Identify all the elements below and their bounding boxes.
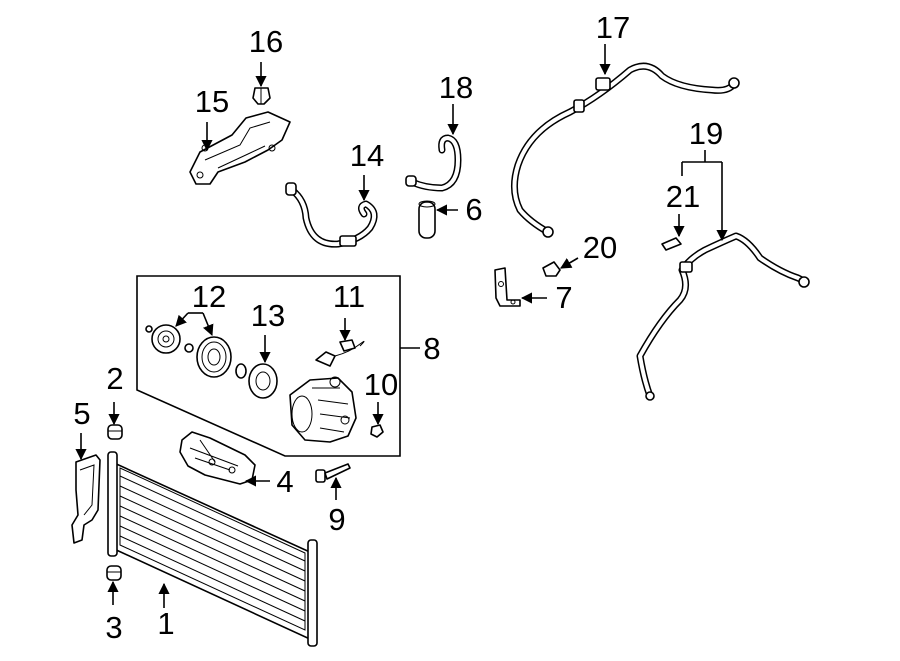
callout-13: 13 bbox=[251, 298, 285, 333]
nut bbox=[252, 87, 271, 105]
clutch-plate bbox=[151, 324, 181, 354]
callout-18: 18 bbox=[439, 70, 473, 105]
callout-11: 11 bbox=[333, 279, 365, 314]
side-seal bbox=[71, 454, 101, 544]
callout-6: 6 bbox=[465, 192, 482, 227]
liquid-line bbox=[511, 62, 740, 238]
callout-19: 19 bbox=[689, 116, 723, 151]
bolt bbox=[315, 463, 351, 483]
compressor-bracket bbox=[189, 111, 291, 185]
callout-20: 20 bbox=[583, 230, 617, 265]
callout-10: 10 bbox=[364, 367, 398, 402]
callout-15: 15 bbox=[195, 84, 229, 119]
compressor-body bbox=[289, 376, 357, 443]
suction-hose bbox=[285, 182, 378, 248]
field-coil bbox=[248, 363, 278, 399]
callout-12: 12 bbox=[192, 279, 226, 314]
condenser bbox=[107, 451, 318, 647]
condenser-shield bbox=[179, 431, 256, 485]
hose-clip bbox=[542, 261, 561, 277]
callout-14: 14 bbox=[350, 138, 384, 173]
clutch-pulley bbox=[196, 336, 232, 378]
callout-21: 21 bbox=[666, 179, 700, 214]
callout-17: 17 bbox=[596, 10, 630, 45]
thermal-switch bbox=[315, 339, 365, 367]
leader-lines bbox=[75, 44, 728, 608]
callout-labels: 1 2 3 4 5 6 7 8 9 10 11 12 13 14 15 16 1… bbox=[73, 10, 723, 645]
discharge-hose bbox=[405, 134, 462, 192]
small-fitting bbox=[370, 424, 384, 438]
drier-bracket bbox=[494, 267, 521, 307]
callout-8: 8 bbox=[423, 331, 440, 366]
compressor-assembly-frame bbox=[136, 275, 401, 457]
callout-9: 9 bbox=[328, 502, 345, 537]
callout-4: 4 bbox=[276, 464, 293, 499]
callout-16: 16 bbox=[249, 24, 283, 59]
callout-5: 5 bbox=[73, 396, 90, 431]
snap-ring bbox=[235, 363, 247, 379]
small-washer bbox=[145, 325, 194, 353]
callout-3: 3 bbox=[105, 610, 122, 645]
callout-1: 1 bbox=[157, 606, 174, 641]
callout-2: 2 bbox=[106, 361, 123, 396]
pressure-line bbox=[636, 232, 810, 401]
callout-7: 7 bbox=[555, 280, 572, 315]
receiver-drier bbox=[418, 200, 436, 239]
service-valve bbox=[661, 237, 682, 251]
lower-bushing bbox=[106, 565, 122, 581]
upper-bushing bbox=[107, 424, 123, 440]
